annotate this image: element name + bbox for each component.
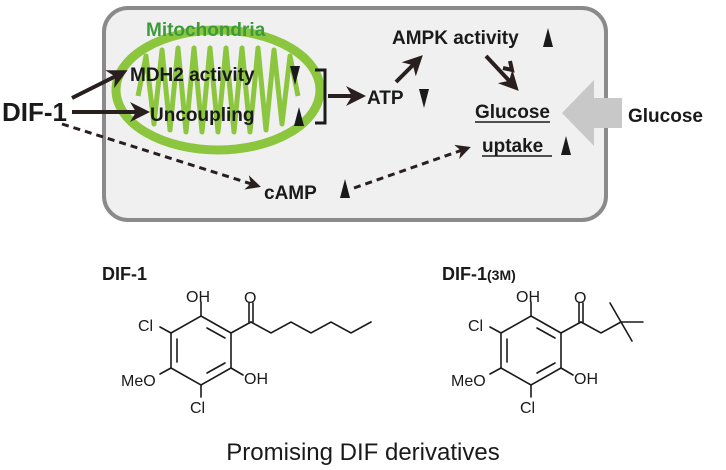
arrow-camp-to-uptake: [353, 144, 471, 190]
glucose-uptake-line1: Glucose: [475, 102, 550, 123]
arrow-dif1-to-mdh2: [71, 70, 128, 100]
oh-label-bottom: OH: [244, 371, 268, 388]
oh-label-top: OH: [186, 289, 210, 306]
mitochondrion-shape: [111, 25, 325, 155]
o-label-ketone: O: [244, 290, 256, 307]
down-triangle-icon: [419, 89, 429, 108]
caption: Promising DIF derivatives: [226, 439, 499, 466]
arrow-dif1-to-camp: [61, 122, 261, 190]
arrowhead-extra: [502, 60, 515, 73]
ampk-label: AMPK activity: [392, 28, 519, 49]
mitochondria-label: Mitochondria: [146, 20, 266, 41]
external-glucose-label: Glucose: [628, 106, 703, 127]
svg-text:MDH2 activity: MDH2 activity: [130, 65, 255, 86]
up-triangle-icon: [561, 136, 571, 155]
uncoupling-label: Uncoupling: [150, 105, 304, 126]
structure-name-dif1: DIF-1: [102, 264, 147, 284]
structure-name-dif1-3m: DIF-1(3M): [442, 264, 516, 284]
up-triangle-icon: [294, 107, 304, 126]
o-label-ketone: O: [574, 290, 586, 307]
oh-label-top: OH: [516, 289, 540, 306]
cl-label-left: Cl: [468, 318, 483, 335]
glucose-uptake-line2: uptake: [482, 136, 543, 157]
svg-text:Uncoupling: Uncoupling: [150, 105, 254, 126]
camp-label: cAMP: [264, 183, 317, 204]
dif1-input-label: DIF-1: [2, 97, 67, 127]
meo-label: MeO: [121, 373, 156, 390]
oh-label-bottom: OH: [574, 371, 598, 388]
mdh2-label: MDH2 activity: [130, 65, 300, 86]
cl-label-bottom: Cl: [190, 400, 205, 417]
dif1-3m-structure: [489, 301, 644, 398]
cl-label-bottom: Cl: [520, 400, 535, 417]
glucose-entry-arrow: [562, 80, 622, 146]
dif1-structure: [159, 301, 372, 398]
atp-label: ATP: [367, 88, 404, 109]
up-triangle-icon: [340, 179, 350, 198]
arrow-ampk-to-uptake: [484, 54, 519, 91]
down-triangle-icon: [290, 66, 300, 85]
up-triangle-icon: [543, 28, 553, 47]
bracket: [315, 68, 327, 125]
cl-label-left: Cl: [138, 318, 153, 335]
meo-label: MeO: [451, 373, 486, 390]
arrow-atp-to-ampk: [394, 55, 423, 84]
